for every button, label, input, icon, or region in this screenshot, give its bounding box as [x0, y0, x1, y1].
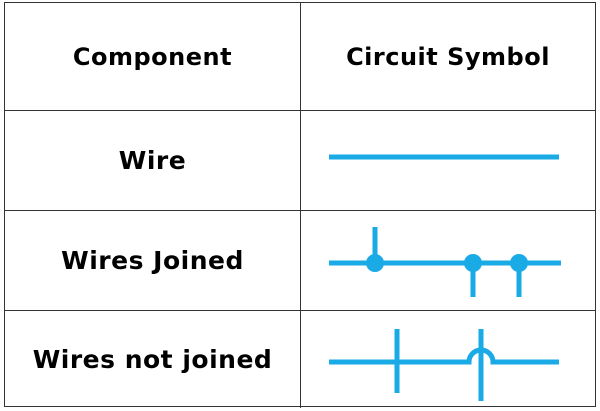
label-wires-joined: Wires Joined [61, 246, 244, 275]
cell-component-wires-not-joined: Wires not joined [5, 311, 301, 408]
cell-component-wires-joined: Wires Joined [5, 211, 301, 310]
cell-symbol-wires-joined [301, 211, 595, 310]
table-row-wires-joined: Wires Joined [5, 211, 595, 311]
header-cell-component: Component [5, 3, 301, 110]
table-row-wire: Wire [5, 111, 595, 211]
wire-line-symbol [329, 154, 559, 159]
table-row-wires-not-joined: Wires not joined [5, 311, 595, 408]
cell-component-wire: Wire [5, 111, 301, 210]
component-table: Component Circuit Symbol Wire Wires Join… [4, 2, 596, 408]
not-joined-main-wire [329, 347, 559, 365]
header-row: Component Circuit Symbol [5, 3, 595, 111]
label-wire: Wire [118, 146, 187, 175]
wires-joined-symbol [329, 226, 561, 297]
header-circuit-symbol: Circuit Symbol [346, 42, 550, 71]
junction-dot-3 [510, 253, 528, 272]
label-wires-not-joined: Wires not joined [32, 345, 273, 374]
header-cell-symbol: Circuit Symbol [301, 3, 595, 110]
junction-dot-2 [464, 253, 482, 272]
cell-symbol-wires-not-joined [301, 311, 595, 408]
wires-not-joined-symbol [329, 329, 559, 401]
header-component: Component [72, 42, 233, 71]
junction-dot-1 [366, 253, 384, 272]
cell-symbol-wire [301, 111, 595, 210]
